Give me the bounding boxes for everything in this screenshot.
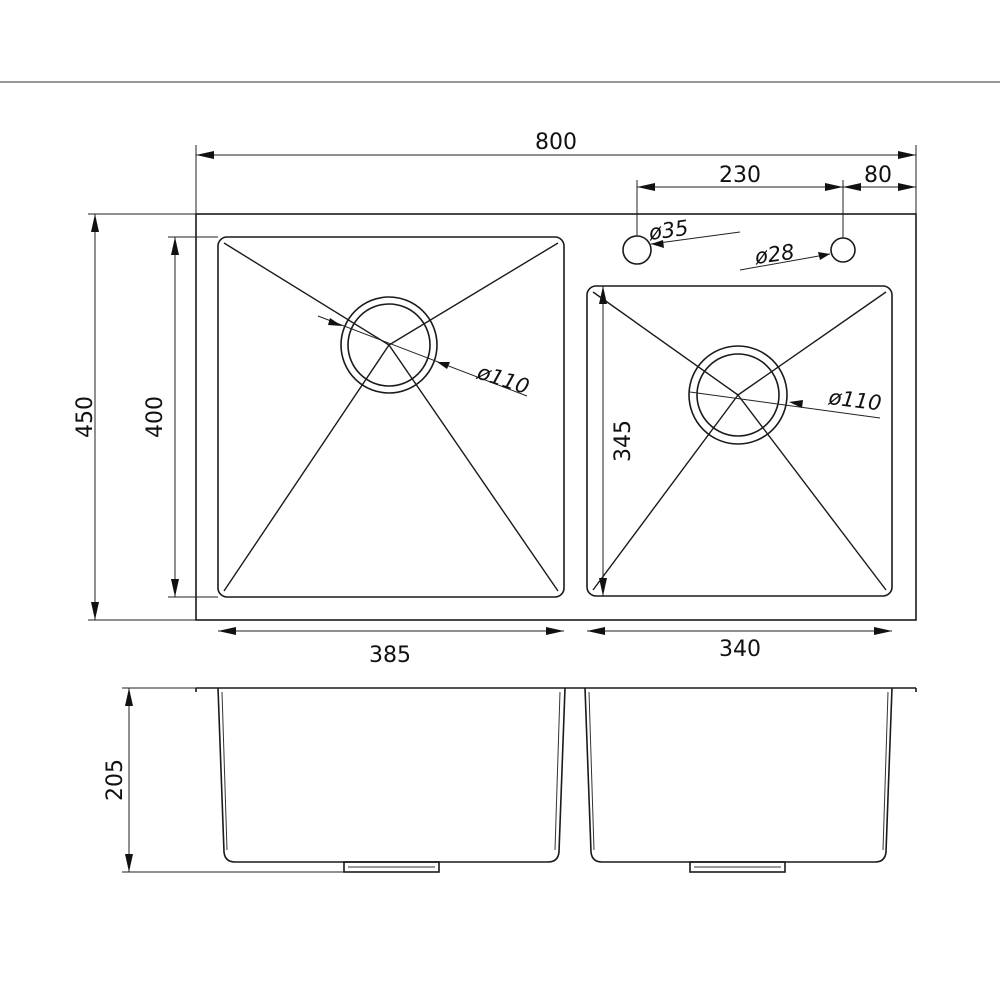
side-left-bowl [217, 687, 566, 863]
drain-left-outer [340, 296, 438, 394]
dim-tap-spacing: 230 [719, 163, 761, 188]
dimension-lines [88, 145, 917, 635]
label-drain-right: ø110 [826, 385, 882, 415]
label-tap-hole-large: ø35 [646, 216, 690, 245]
side-view [122, 687, 917, 873]
label-tap-hole-small: ø28 [752, 240, 796, 269]
dim-small-bowl-width: 340 [719, 637, 761, 662]
label-drain-left: ø110 [474, 360, 533, 399]
sink-outline [195, 213, 917, 621]
large-bowl [217, 236, 565, 598]
dim-large-bowl-width: 385 [369, 643, 411, 668]
small-bowl [586, 285, 893, 597]
drain-right-inner [696, 353, 780, 437]
dim-large-bowl-depth: 400 [143, 396, 168, 438]
dim-total-width: 800 [535, 130, 577, 155]
tap-hole-large [622, 235, 652, 265]
side-drain-left [343, 861, 440, 873]
drain-right-outer [688, 345, 788, 445]
dim-small-bowl-depth: 345 [611, 420, 636, 462]
dim-tap-edge-offset: 80 [864, 163, 892, 188]
side-right-bowl [584, 687, 893, 863]
side-drain-right [689, 861, 786, 873]
drain-left-inner [347, 303, 431, 387]
dim-total-depth: 450 [73, 396, 98, 438]
tap-hole-small [830, 237, 856, 263]
dim-bowl-height: 205 [103, 759, 128, 801]
top-view [195, 213, 917, 621]
